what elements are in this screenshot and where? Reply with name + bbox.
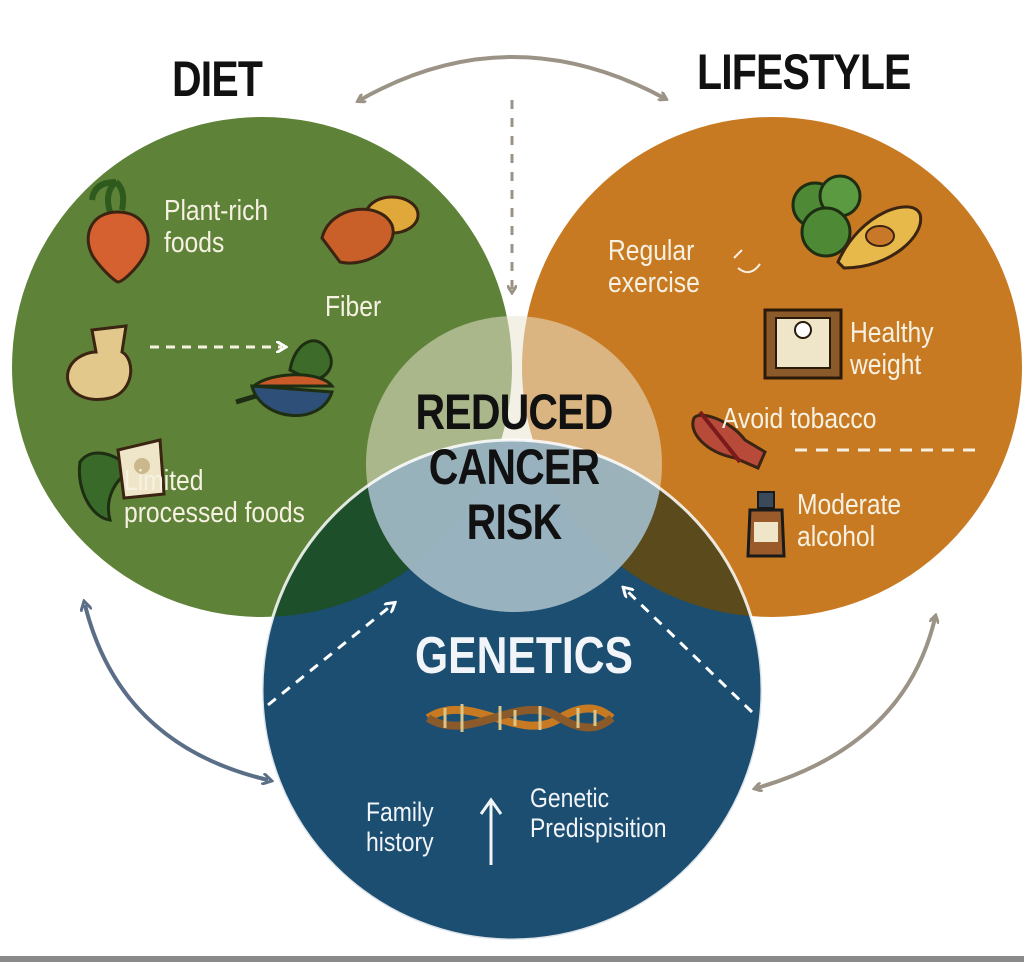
exercise-icon: [733, 249, 761, 274]
lifestyle-title: LIFESTYLE: [697, 44, 911, 100]
genetics-up-arrow: [479, 797, 503, 865]
right-double-arrow: [757, 618, 935, 788]
lifestyle-item-moderate-alcohol: Moderate alcohol: [797, 489, 902, 553]
bottle-icon: [746, 491, 786, 558]
center-label: REDUCED CANCER RISK: [415, 384, 613, 550]
diet-item-limited-processed-foods: Limited processed foods: [124, 465, 305, 529]
diet-genetics-overlap: [262, 440, 512, 617]
genetics-left-dashed-arrow: [267, 605, 392, 707]
lifestyle-item-avoid-tobacco: Avoid tobacco: [722, 403, 877, 435]
genetics-item-genetic-predisposition: Genetic Predispisition: [530, 783, 667, 843]
genetics-item-family-history: Family history: [366, 797, 434, 857]
avocado-icon: [836, 205, 923, 270]
lifestyle-item-regular-exercise: Regular exercise: [608, 235, 700, 299]
beet-icon: [86, 179, 150, 284]
dna-helix-icon: [425, 704, 615, 732]
bottom-edge-bar: [0, 956, 1024, 962]
diet-item-fiber: Fiber: [325, 291, 382, 323]
diet-item-plant-rich-foods: Plant-rich foods: [164, 195, 269, 259]
diet-title: DIET: [172, 51, 263, 107]
lifestyle-genetics-overlap: [522, 440, 762, 617]
top-double-arrow: [360, 55, 664, 100]
lifestyle-item-healthy-weight: Healthy weight: [850, 317, 934, 381]
scale-icon: [763, 308, 843, 380]
broccoli-icon: [791, 174, 862, 258]
processed-food-icon: [77, 438, 166, 522]
genetics-right-dashed-arrow: [626, 590, 754, 714]
vegetable-bowl-icon: [235, 339, 336, 417]
genetics-title: GENETICS: [415, 627, 633, 685]
no-tobacco-icon: [691, 410, 767, 470]
left-double-arrow: [85, 605, 268, 780]
sweet-potato-icon: [320, 195, 420, 265]
potato-icon: [66, 324, 133, 401]
